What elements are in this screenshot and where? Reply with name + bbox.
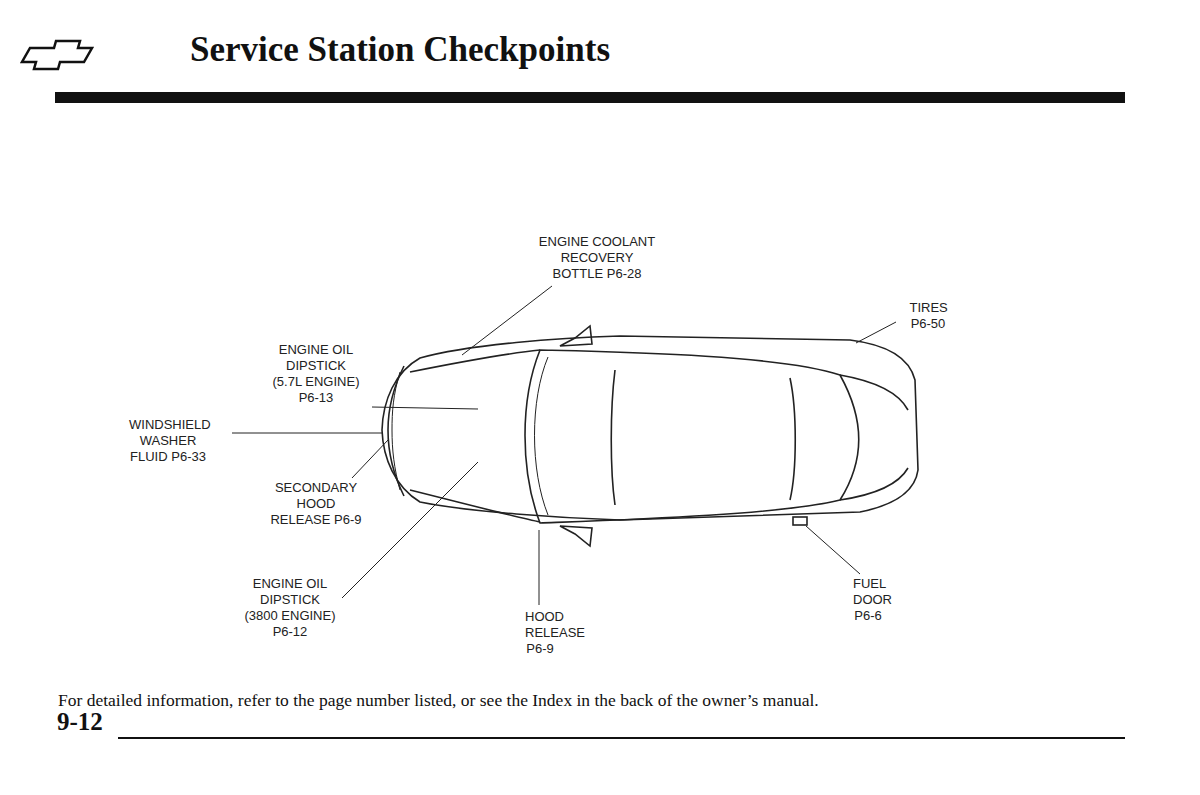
callout-label: FUEL DOOR P6-6 [853, 576, 883, 624]
footer-rule [118, 737, 1125, 739]
header-bar [55, 92, 1125, 103]
callout-label: ENGINE OIL DIPSTICK (5.7L ENGINE) P6-13 [272, 342, 361, 406]
callout-label: ENGINE OIL DIPSTICK (3800 ENGINE) P6-12 [243, 576, 337, 640]
page-title: Service Station Checkpoints [190, 30, 610, 70]
leader-lines [232, 286, 896, 605]
caption-text: For detailed information, refer to the p… [58, 690, 819, 711]
callout-label: TIRES P6-50 [910, 300, 947, 332]
callout-label: HOOD RELEASE P6-9 [525, 609, 555, 657]
callout-label: SECONDARY HOOD RELEASE P6-9 [269, 480, 363, 528]
callout-label: WINDSHIELD WASHER FLUID P6-33 [129, 417, 207, 465]
car-top-view [382, 326, 918, 546]
bowtie-logo [22, 41, 92, 69]
page-number: 9-12 [57, 708, 103, 736]
callout-label: ENGINE COOLANT RECOVERY BOTTLE P6-28 [538, 234, 657, 282]
